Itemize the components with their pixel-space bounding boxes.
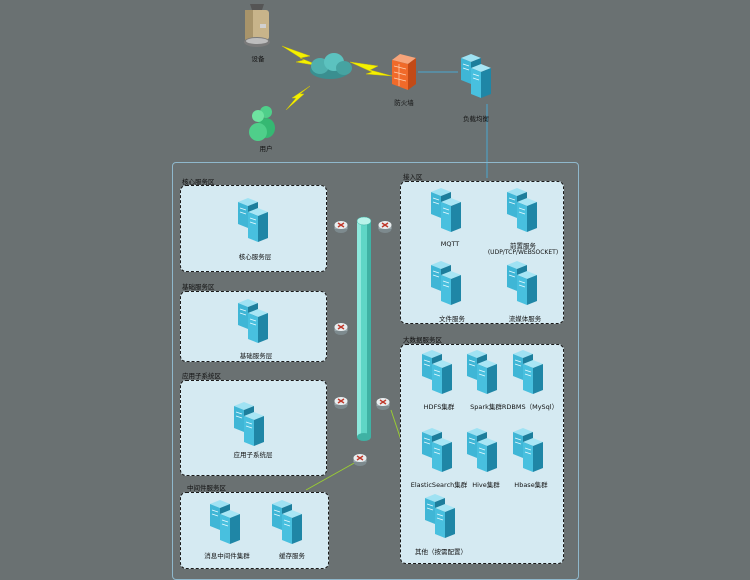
middleware-zone-title: 中间件服务区 <box>187 484 226 492</box>
base-zone-title: 基础服务区 <box>182 283 215 291</box>
cache-label: 缓存服务 <box>279 552 305 560</box>
elasticsearch-label: ElasticSearch集群 <box>410 481 468 489</box>
load-balancer-label: 负载均衡 <box>463 115 489 123</box>
app-server-label: 应用子系统层 <box>233 451 273 459</box>
load-balancer-server-icon <box>460 53 492 99</box>
access-zone-title: 接入区 <box>403 173 423 181</box>
front-service-label: 前置服务 <box>510 242 536 250</box>
spark-server-icon <box>466 349 498 395</box>
middleware-zone <box>180 492 329 569</box>
other-label: 其他（按需配置） <box>415 548 467 556</box>
bigdata-zone-title: 大数据服务区 <box>403 336 442 344</box>
mqtt-label: MQTT <box>440 240 460 248</box>
cache-server-icon <box>271 499 303 545</box>
device-label: 设备 <box>251 55 265 63</box>
elasticsearch-server-icon <box>421 427 453 473</box>
network-bus <box>356 216 372 441</box>
user-label: 用户 <box>259 145 273 153</box>
hive-server-icon <box>466 427 498 473</box>
core-server-label: 核心服务层 <box>238 253 272 261</box>
front-protocol-label: (UDP/TCP/WEBSOCKET) <box>487 249 559 256</box>
lightning-icon <box>349 61 393 77</box>
core-server-icon <box>237 197 269 243</box>
streaming-server-icon <box>506 260 538 306</box>
router-icon <box>333 396 349 410</box>
hive-label: Hive集群 <box>472 481 500 489</box>
user-group-icon <box>249 106 275 141</box>
core-zone-title: 核心服务区 <box>182 178 215 186</box>
hbase-server-icon <box>512 427 544 473</box>
spark-label: Spark集群 <box>470 403 502 411</box>
router-icon <box>375 397 391 411</box>
hbase-label: Hbase集群 <box>514 481 548 489</box>
app-server-icon <box>233 401 265 447</box>
mqtt-server-icon <box>430 187 462 233</box>
router-icon <box>333 220 349 234</box>
mq-cluster-server-icon <box>209 499 241 545</box>
base-server-icon <box>237 298 269 344</box>
app-zone-title: 应用子系统区 <box>182 372 221 380</box>
streaming-label: 流媒体服务 <box>508 315 542 323</box>
router-icon <box>333 322 349 336</box>
rdbms-label: RDBMS（MySql） <box>501 403 559 411</box>
camera-icon <box>244 4 270 47</box>
lightning-icon <box>285 85 311 111</box>
firewall-label: 防火墙 <box>394 99 414 107</box>
file-service-label: 文件服务 <box>439 315 465 323</box>
firewall-icon <box>392 54 416 90</box>
mq-cluster-label: 消息中间件集群 <box>204 552 250 560</box>
hdfs-server-icon <box>421 349 453 395</box>
cloud-icon <box>310 53 352 79</box>
hdfs-label: HDFS集群 <box>423 403 455 411</box>
rdbms-server-icon <box>512 349 544 395</box>
other-server-icon <box>424 493 456 539</box>
router-icon <box>352 453 368 467</box>
base-server-label: 基础服务层 <box>239 352 273 360</box>
router-icon <box>377 220 393 234</box>
file-server-icon <box>430 260 462 306</box>
front-server-icon <box>506 187 538 233</box>
